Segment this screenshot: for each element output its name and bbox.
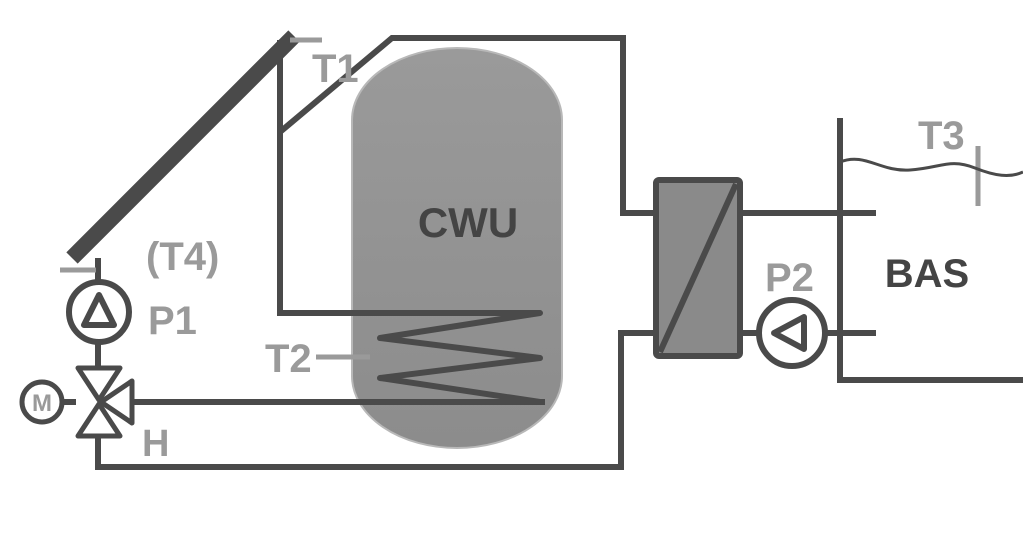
label-p1: P1 (148, 299, 197, 343)
pipes (62, 35, 1023, 470)
label-motor: M (32, 390, 52, 417)
motor-icon (19, 379, 65, 425)
pipe-upper-loop (278, 35, 658, 216)
label-h: H (142, 423, 169, 465)
solar-collector (66, 30, 300, 264)
pipe-lower-loop (95, 330, 658, 470)
label-t4: (T4) (146, 235, 219, 279)
label-bas: BAS (885, 252, 969, 296)
label-p2: P2 (765, 256, 814, 300)
pool-water-surface (839, 157, 1023, 177)
heat-exchanger-icon (653, 177, 743, 359)
pool-bas (837, 118, 1023, 383)
pump-p2-icon (756, 297, 828, 369)
tank-cwu (351, 47, 563, 449)
three-way-valve-icon (75, 365, 135, 439)
pump-p1-icon (66, 279, 132, 345)
coil-icon (377, 310, 543, 405)
label-t3: T3 (918, 114, 965, 158)
label-t1: T1 (312, 47, 359, 91)
label-t2: T2 (265, 337, 312, 381)
label-cwu: CWU (418, 199, 518, 246)
